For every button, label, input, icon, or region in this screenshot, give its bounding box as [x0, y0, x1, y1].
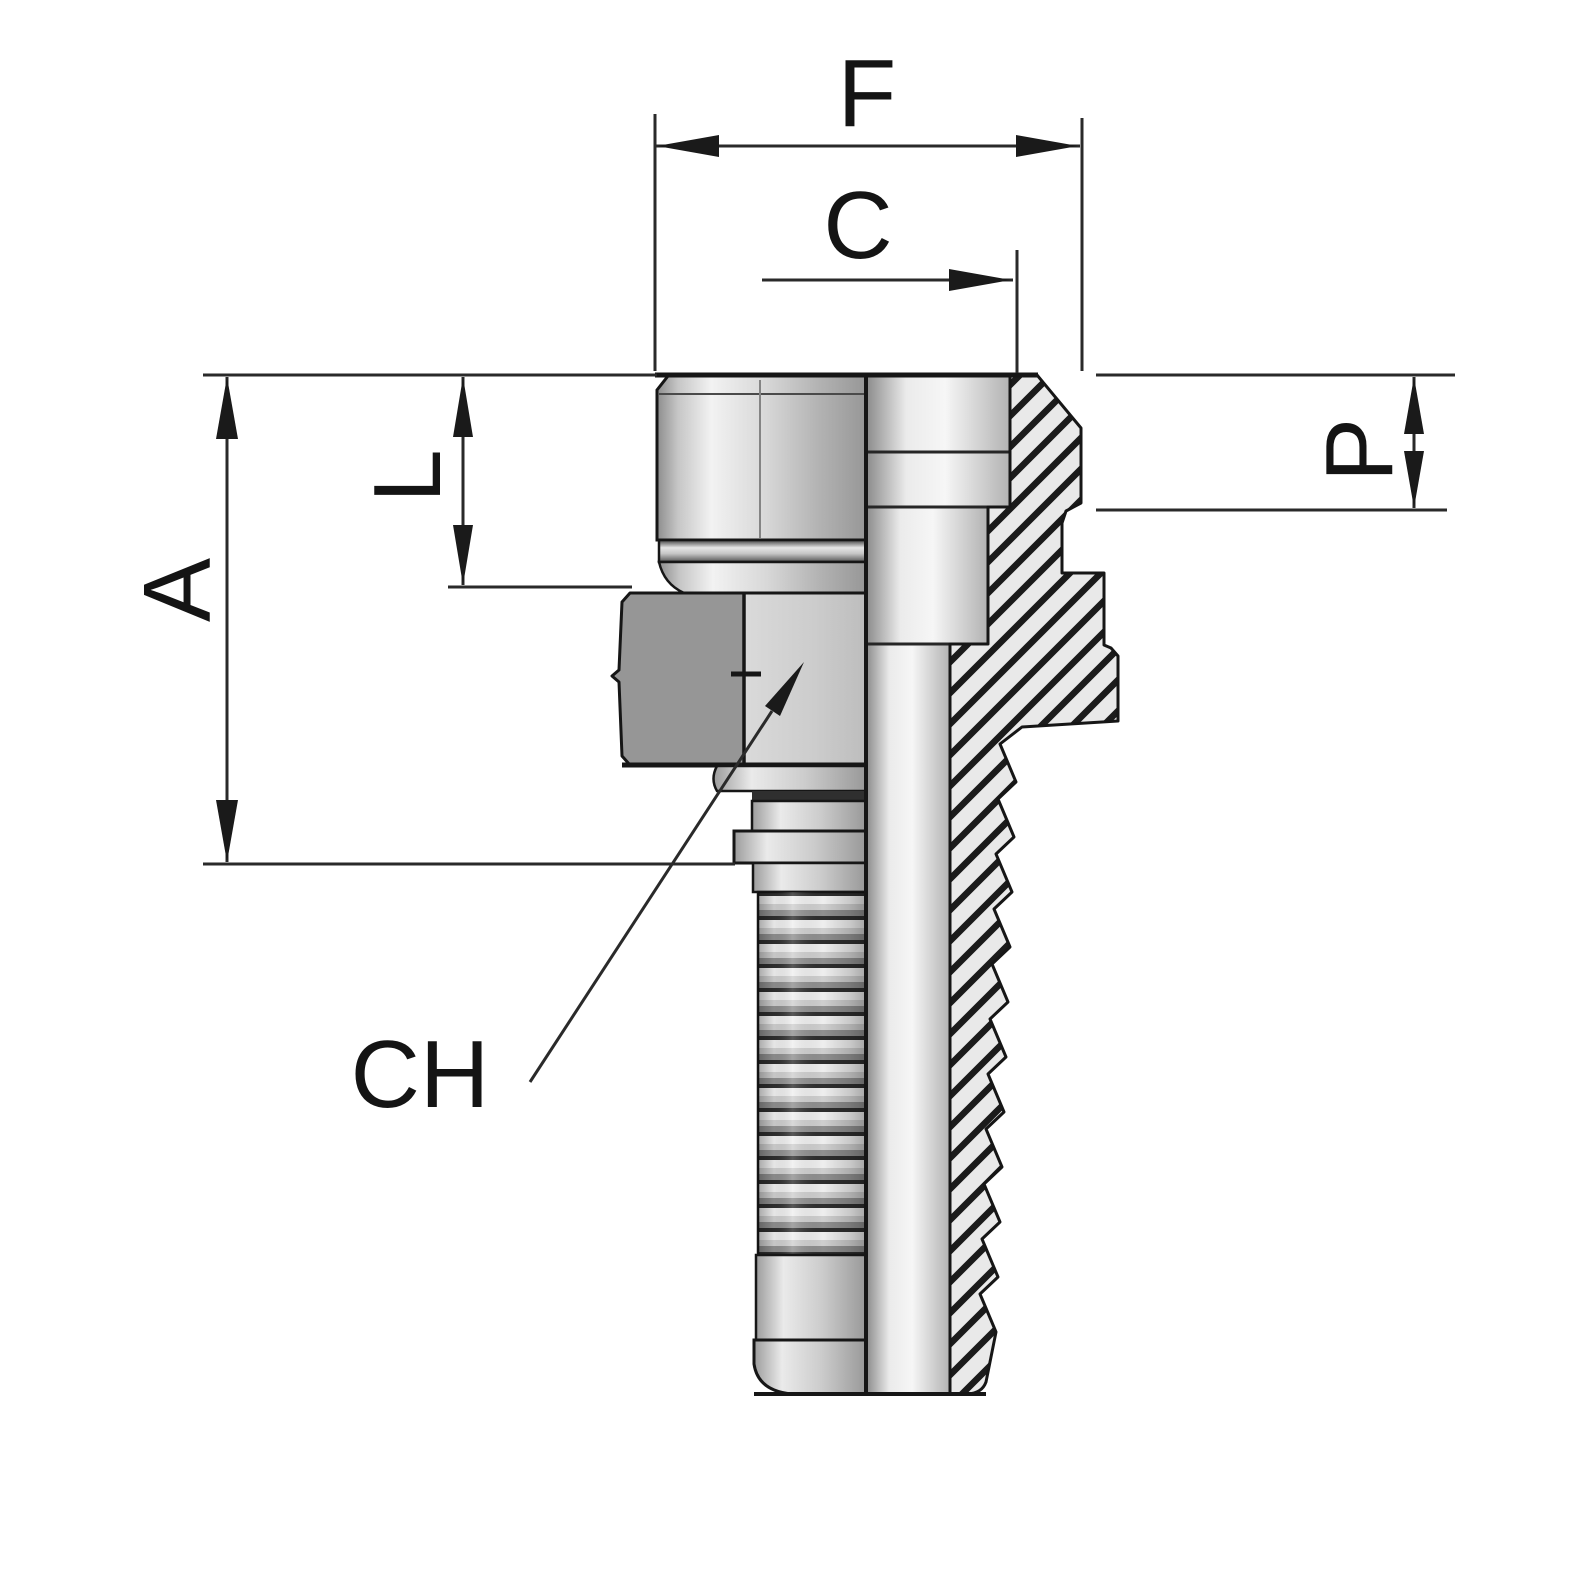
fitting-external-half: [610, 374, 868, 1396]
l-arrow-up-icon: [453, 377, 473, 437]
hose-stop-flange: [732, 829, 868, 865]
shank-top-band: [751, 861, 868, 894]
a-arrow-up-icon: [216, 377, 238, 439]
barb-shank-shading: [758, 892, 866, 1255]
dimension-a-label: A: [124, 558, 231, 622]
bore-main: [866, 644, 950, 1395]
hex-dark-facet: [610, 591, 746, 767]
c-arrow-right-icon: [949, 269, 1011, 291]
washer-collar: [712, 764, 868, 793]
dimension-p: P: [1096, 373, 1455, 512]
bore-middle: [866, 507, 988, 644]
f-arrow-left-icon: [657, 135, 719, 157]
dimension-l: L: [354, 377, 632, 589]
dimension-l-label: L: [354, 449, 461, 502]
fitting-section-half: [866, 373, 1120, 1396]
ch-leader-line: [528, 710, 774, 1083]
groove-ring: [657, 538, 868, 564]
l-arrow-down-icon: [453, 525, 473, 585]
tip-band-lower: [752, 1338, 868, 1396]
bore-top-counterbore: [866, 375, 1010, 507]
p-arrow-up-icon: [1404, 377, 1424, 434]
collar-groove: [752, 791, 866, 801]
dimension-p-label: P: [1306, 418, 1413, 482]
dimension-c: C: [762, 172, 1019, 373]
f-arrow-right-icon: [1016, 135, 1078, 157]
collar-ring: [750, 799, 868, 833]
neck-cone: [657, 560, 868, 595]
a-arrow-down-icon: [216, 800, 238, 862]
dimension-ch-label: CH: [351, 1021, 490, 1128]
dimension-c-label: C: [823, 172, 892, 279]
p-arrow-down-icon: [1404, 451, 1424, 508]
tip-band-upper: [754, 1253, 868, 1342]
dimension-f: F: [653, 40, 1084, 371]
dimension-f-label: F: [838, 40, 897, 147]
ch-arrow-icon: [765, 662, 804, 716]
dimension-a: A: [124, 373, 735, 866]
dimension-ch: CH: [351, 662, 804, 1128]
hex-light-facet: [742, 591, 868, 767]
top-cylinder: [655, 374, 868, 542]
